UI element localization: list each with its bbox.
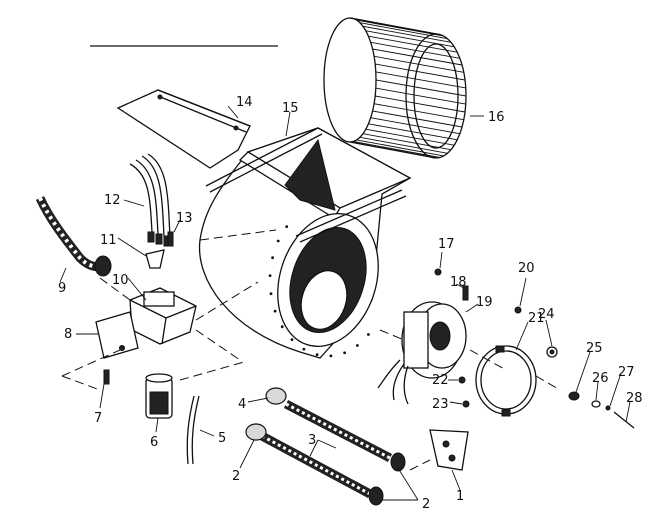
callout-21: 21 [528,311,545,326]
callout-9: 9 [58,281,66,296]
flexible-conduit [35,196,112,277]
wheel-vane [349,141,437,159]
wheel-vane [372,110,463,128]
callout-1: 1 [456,489,464,504]
screw-13 [167,231,174,247]
cover-plate [95,311,139,359]
callout-10: 10 [112,273,129,288]
callout-22: 22 [432,373,449,388]
callout-17: 17 [438,237,455,252]
wheel-vane [370,41,460,59]
wheel-vane [375,95,466,113]
housing-rivet [329,354,333,358]
callout-11: 11 [100,233,117,248]
blower-motor [377,301,467,405]
callout-28: 28 [626,391,643,406]
wheel-vane [359,136,448,154]
callout-2: 2 [232,469,240,484]
housing-rivet [280,325,284,329]
callout-15: 15 [282,101,299,116]
callout-26: 26 [592,371,609,386]
callout-13: 13 [176,211,193,226]
callout-14: 14 [236,95,253,110]
wire-harness [129,153,171,247]
callout-12: 12 [104,193,121,208]
screw-7 [103,369,110,385]
housing-rivet [271,256,274,260]
motor-band [475,345,537,417]
control-box [129,287,197,345]
callout-labels: 1 2 2 3 4 5 6 7 8 9 10 11 12 13 14 15 16… [58,95,643,512]
wheel-vane [362,25,452,43]
callout-16: 16 [488,110,505,125]
callout-7: 7 [94,411,102,426]
motor-fasteners [434,268,522,408]
wheel-vane [359,22,448,40]
capacitor [145,373,173,419]
housing-rivet [367,333,370,336]
housing-rivet [276,239,280,243]
wheel-vane [368,35,458,53]
callout-6: 6 [150,435,158,450]
wheel-vane [368,123,458,141]
housing-rivet [315,353,319,356]
leader-lines [59,105,631,501]
shaft-hardware [546,346,635,429]
capacitor-strap [186,395,200,465]
housing-rivet [302,347,306,351]
wheel-vane [353,141,440,158]
housing-rivet [290,338,294,341]
callout-3: 3 [308,433,316,448]
wheel-vane [375,87,466,105]
housing-rivet [356,344,359,347]
callout-23: 23 [432,397,449,412]
callout-5: 5 [218,431,226,446]
motor-mount-arms [245,387,406,506]
wheel-vane [370,117,460,135]
blower-housing [198,127,412,359]
mounting-bracket [429,429,469,471]
wheel-vane [353,18,440,35]
callout-2: 2 [422,497,430,512]
wheel-vane [356,139,444,157]
callout-20: 20 [518,261,535,276]
callout-19: 19 [476,295,493,310]
callout-27: 27 [618,365,635,380]
wheel-vane [372,48,463,66]
callout-8: 8 [64,327,72,342]
blower-wheel [323,17,467,159]
callout-4: 4 [238,397,246,412]
housing-rivet [273,309,277,313]
wheel-vane [365,128,455,146]
callout-24: 24 [538,307,555,322]
wheel-vane [373,103,464,121]
housing-rivet [343,351,346,355]
wheel-vane [375,79,467,97]
wheel-vane [375,63,466,81]
housing-rivet [268,274,272,277]
housing-rivet [285,225,289,229]
connector-11 [145,249,165,269]
cutoff-plate [116,89,251,169]
callout-18: 18 [450,275,467,290]
housing-rivet [269,292,273,296]
wheel-vane [362,133,452,151]
wheel-vane [375,71,466,89]
callout-25: 25 [586,341,603,356]
assembly-lines [61,229,561,471]
wheel-vane [356,19,444,37]
